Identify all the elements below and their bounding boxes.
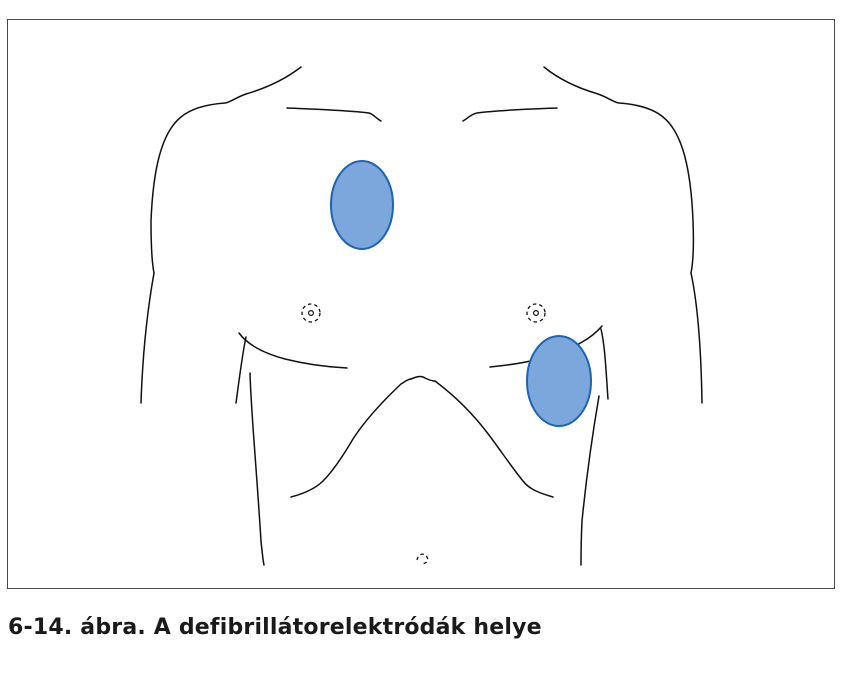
rib-cage-left bbox=[290, 378, 412, 498]
rib-cage-apex bbox=[410, 375, 436, 382]
right-neck-line bbox=[543, 66, 695, 274]
figure-caption: 6-14. ábra. A defibrillátorelektródák he… bbox=[8, 615, 542, 640]
rib-cage-right bbox=[434, 380, 554, 498]
left-nipple-areola bbox=[301, 303, 321, 323]
left-clavicle bbox=[286, 107, 382, 122]
right-clavicle bbox=[462, 107, 558, 122]
right-arm-outline bbox=[690, 272, 703, 404]
right-inner-arm bbox=[600, 328, 609, 400]
left-pectoral-line bbox=[238, 332, 348, 369]
electrode-left-lateral-chest bbox=[526, 335, 592, 427]
right-nipple-areola bbox=[526, 303, 546, 323]
electrode-right-upper-chest bbox=[330, 160, 394, 250]
left-inner-arm bbox=[235, 336, 247, 404]
right-nipple bbox=[532, 310, 539, 317]
left-arm-outline bbox=[140, 272, 155, 404]
left-abdomen-line bbox=[249, 372, 265, 566]
right-abdomen-line bbox=[580, 395, 600, 566]
navel bbox=[416, 553, 429, 565]
figure-frame bbox=[7, 19, 835, 589]
left-neck-line bbox=[150, 66, 302, 274]
left-nipple bbox=[308, 310, 315, 317]
